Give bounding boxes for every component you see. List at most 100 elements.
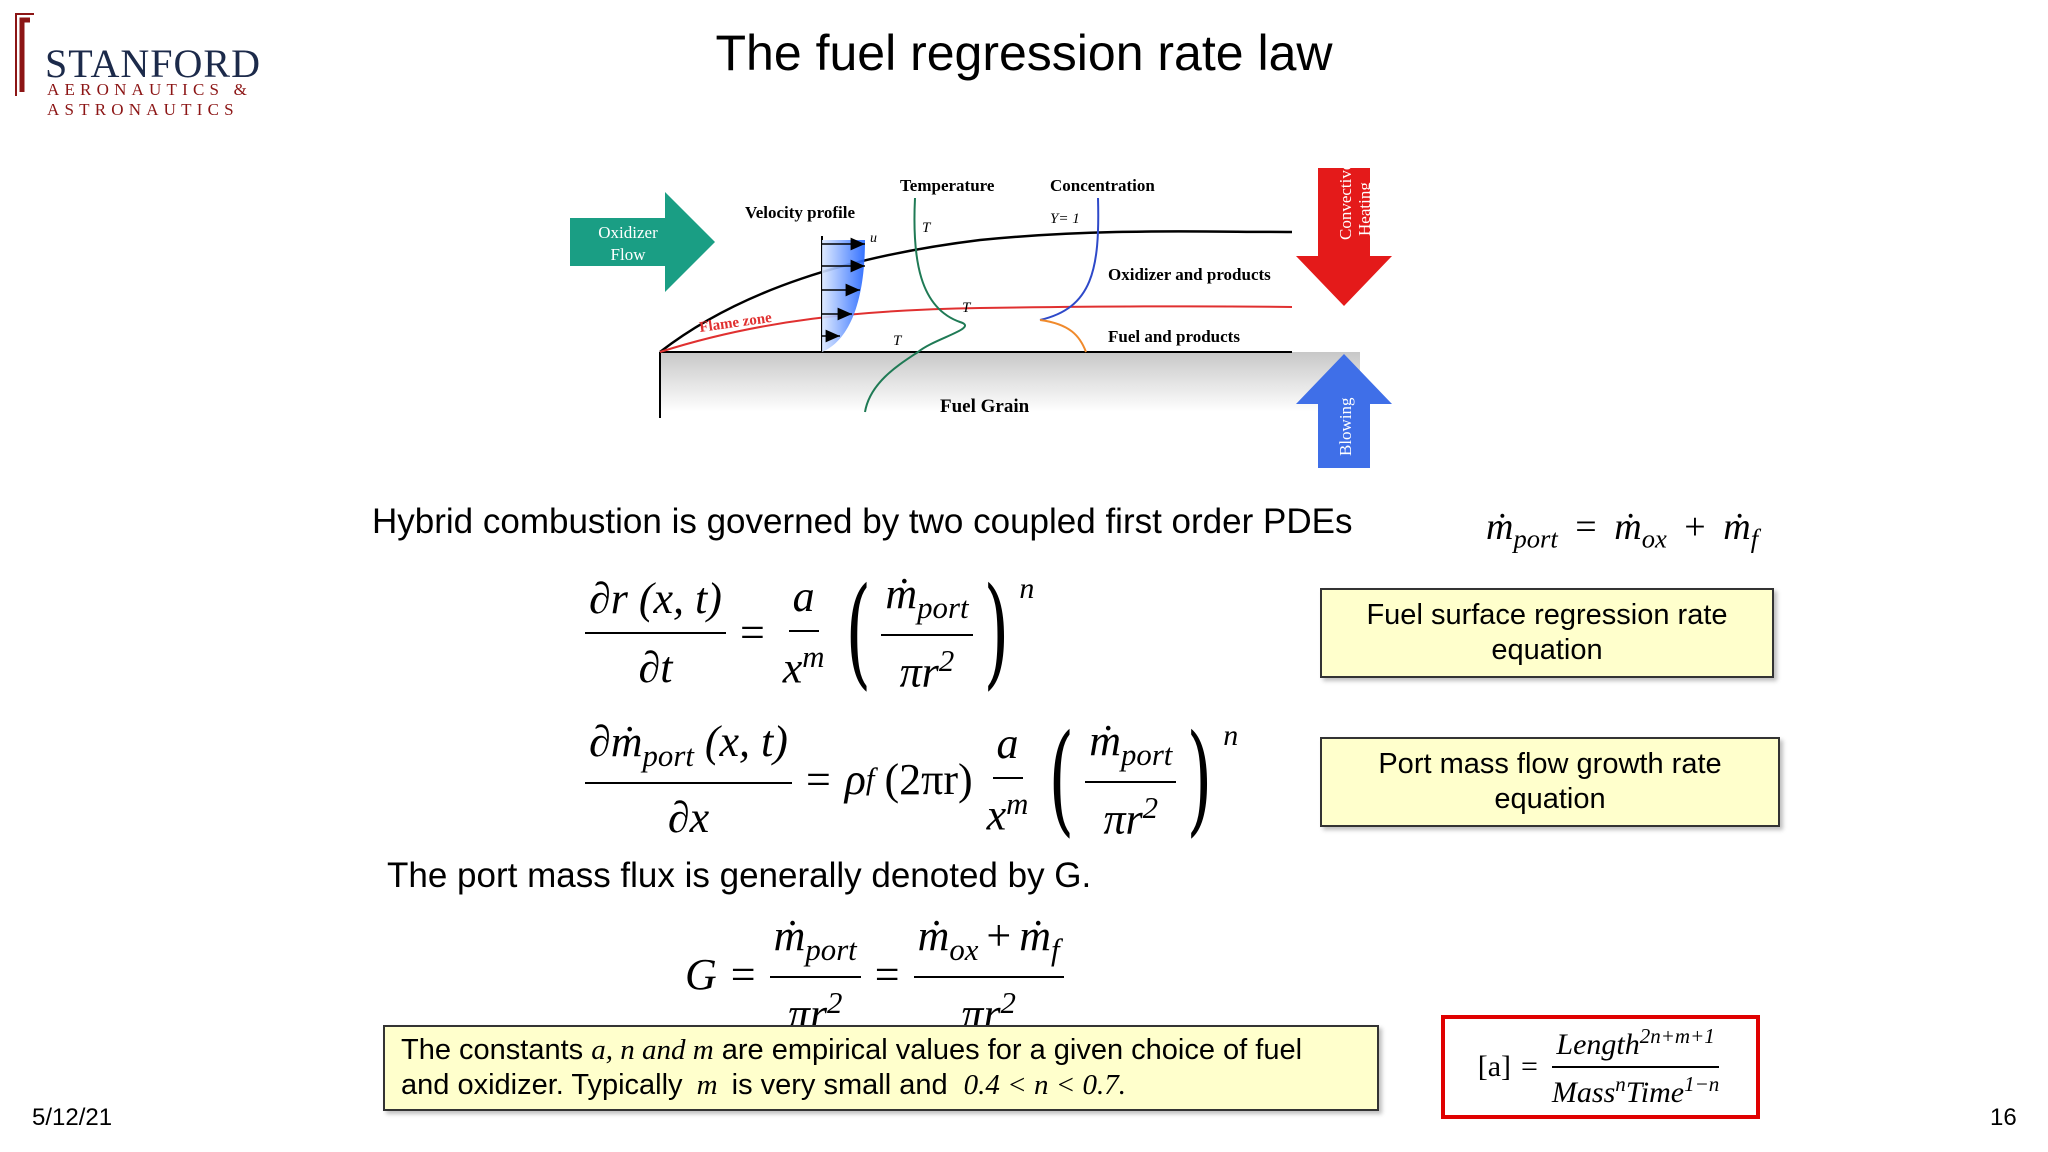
- units-of-a-box: [a] = Length2n+m+1 MassnTime1−n: [1441, 1015, 1760, 1119]
- regression-rate-equation: ∂r (x, t) ∂t = a xm ( ṁport πr2 ) n: [585, 568, 1034, 697]
- constants-text-3: and oxidizer. Typically: [401, 1069, 691, 1101]
- constants-text-4: is very small and: [723, 1069, 956, 1101]
- oxidizer-flow-arrow-icon: [570, 192, 715, 292]
- a-numerator: a: [788, 571, 819, 633]
- mport-subscript: port: [1513, 523, 1558, 554]
- n-exponent: n: [1019, 572, 1035, 605]
- logo-subtitle-astronautics: ASTRONAUTICS: [47, 100, 239, 119]
- blowing-label: Blowing: [1336, 397, 1355, 456]
- plus-sign: +: [1684, 506, 1706, 548]
- units-den: MassnTime1−n: [1548, 1068, 1723, 1110]
- a-over-xm-fraction: a xm: [779, 571, 829, 694]
- n-exponent-2: n: [1223, 719, 1239, 752]
- blowing-arrow-icon: [1296, 354, 1392, 468]
- footer-date: 5/12/21: [32, 1104, 113, 1131]
- constants-text-2: are empirical values for a given choice …: [713, 1034, 1303, 1067]
- mport-numerator-2: ṁport: [1085, 715, 1177, 783]
- temperature-curve: [864, 197, 966, 413]
- port-sub: port: [805, 932, 857, 967]
- fuel-grain-label: Fuel Grain: [940, 396, 1030, 417]
- f-sub: f: [1051, 932, 1060, 967]
- ox-sub: ox: [949, 932, 979, 967]
- pir2-denominator-2: πr2: [1100, 783, 1163, 845]
- drdt-denominator: ∂t: [638, 642, 673, 692]
- stanford-logo-bracket-icon: [15, 13, 34, 96]
- units-num: Length2n+m+1: [1552, 1024, 1719, 1068]
- mport-numerator: ṁport: [881, 568, 973, 636]
- time-word: Time: [1625, 1076, 1685, 1109]
- statement-coupled-pdes: Hybrid combustion is governed by two cou…: [372, 502, 1353, 541]
- g-fraction-1: ṁport πr2: [769, 910, 861, 1039]
- constants-note-text: The constants a, n and m are empirical v…: [401, 1033, 1302, 1103]
- rho-symbol: ρ: [844, 755, 866, 805]
- drdt-numerator: ∂r (x, t): [585, 573, 726, 634]
- slide-title: The fuel regression rate law: [715, 25, 1333, 81]
- pir-symbol-2: πr: [1103, 794, 1143, 844]
- equals-sign: =: [1575, 506, 1597, 548]
- port-subscript: port: [642, 739, 694, 774]
- dmdx-denominator: ∂x: [667, 793, 710, 843]
- mport-over-pir2-fraction-2: ṁport πr2: [1085, 715, 1177, 845]
- oxidizer-flow-label-1: Oxidizer: [598, 223, 658, 242]
- right-paren: ): [983, 562, 1009, 702]
- mdot-f: ṁ: [1019, 911, 1052, 960]
- mport-symbol: ṁ: [1486, 506, 1514, 548]
- velocity-profile-label: Velocity profile: [745, 203, 855, 222]
- length-exp: 2n+m+1: [1639, 1024, 1715, 1048]
- dmdx-numerator: ∂ṁport (x, t): [585, 716, 792, 785]
- dmdot-symbol: ∂ṁ: [589, 717, 643, 767]
- two-pi-r: (2πr): [884, 755, 973, 805]
- y-equals-label: Y= 1: [1050, 211, 1080, 227]
- f-subscript: f: [865, 762, 875, 797]
- constants-note-box: The constants a, n and m are empirical v…: [383, 1025, 1379, 1111]
- a-numerator-2: a: [992, 718, 1023, 780]
- xm-denominator: xm: [779, 632, 829, 694]
- g-symbol: G: [685, 950, 717, 1000]
- fuel-grain-shading: [660, 352, 1360, 412]
- g-fraction-2: ṁox+ṁf πr2: [913, 910, 1064, 1039]
- mport-sum-equation: ṁport = ṁox + ṁf: [1486, 505, 1758, 555]
- mox-subscript: ox: [1641, 523, 1667, 554]
- mf-symbol: ṁ: [1723, 506, 1751, 548]
- x-symbol-2: x: [986, 791, 1007, 841]
- oxidizer-and-products-label: Oxidizer and products: [1108, 265, 1271, 284]
- concentration-label: Concentration: [1050, 176, 1155, 195]
- tw-label: T: [893, 333, 903, 349]
- time-exp: 1−n: [1684, 1072, 1720, 1096]
- units-equals: =: [1521, 1050, 1538, 1083]
- right-paren-2: ): [1186, 709, 1213, 849]
- mf-subscript: f: [1750, 523, 1759, 554]
- bracket-a: [a]: [1477, 1050, 1511, 1083]
- oxidizer-flow-label-2: Flow: [611, 245, 647, 264]
- regression-equation-label-box: Fuel surface regression rate equation: [1320, 588, 1774, 678]
- units-fraction: Length2n+m+1 MassnTime1−n: [1548, 1024, 1723, 1110]
- g-num-2: ṁox+ṁf: [913, 910, 1064, 978]
- oxidizer-concentration-curve: [1039, 197, 1100, 321]
- boundary-layer-diagram: Oxidizer Flow Flame zone Velocity profil…: [570, 163, 1392, 468]
- pir-symbol: πr: [899, 647, 939, 697]
- constants-text-1: The constants: [401, 1034, 592, 1067]
- convective-heating-label-1: Convective: [1336, 163, 1355, 240]
- m-exponent: m: [802, 640, 825, 675]
- x-symbol: x: [782, 644, 803, 694]
- dmdx-fraction: ∂ṁport (x, t) ∂x: [585, 716, 792, 843]
- convective-heating-label-2: Heating: [1355, 182, 1374, 236]
- left-paren-2: (: [1048, 709, 1075, 849]
- mdot-symbol-2: ṁ: [1089, 716, 1122, 765]
- mdot-ox: ṁ: [917, 911, 950, 960]
- convective-heating-arrow-icon: [1296, 168, 1392, 306]
- mox-symbol: ṁ: [1614, 506, 1642, 548]
- tf-label: T: [962, 300, 972, 316]
- mport-over-pir2-fraction: ṁport πr2: [881, 568, 973, 698]
- ue-label: u: [870, 231, 877, 246]
- two-2: 2: [1000, 985, 1016, 1020]
- pir2-denominator: πr2: [896, 636, 959, 698]
- mdot-port: ṁ: [773, 911, 806, 960]
- left-paren: (: [845, 562, 871, 702]
- constants-range: 0.4 < n < 0.7.: [963, 1069, 1127, 1101]
- a-over-xm-fraction-2: a xm: [983, 718, 1033, 841]
- mass-flux-g-equation: G = ṁport πr2 = ṁox+ṁf πr2: [685, 910, 1064, 1039]
- temperature-label: Temperature: [900, 176, 995, 195]
- constants-vars: a, n and m: [591, 1034, 714, 1067]
